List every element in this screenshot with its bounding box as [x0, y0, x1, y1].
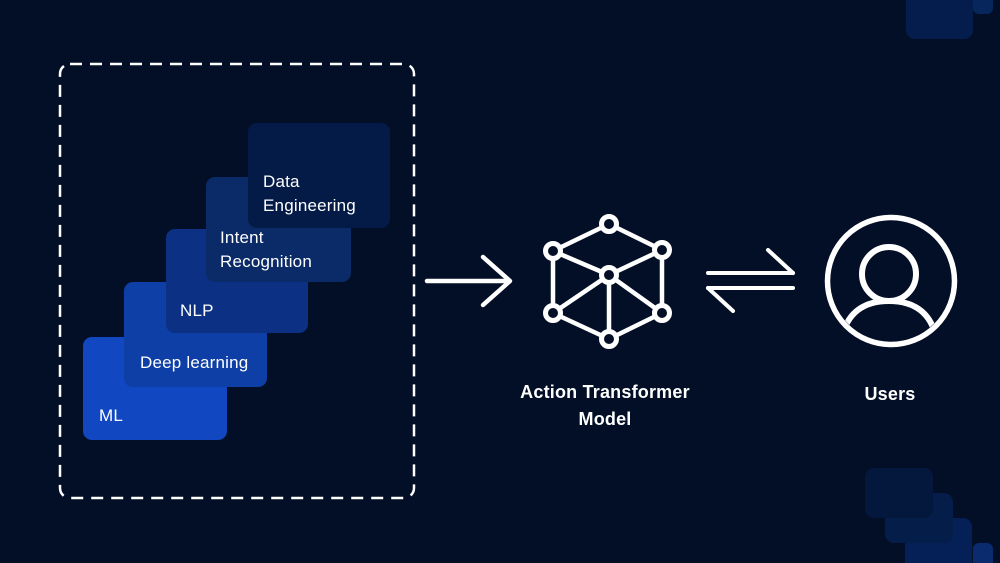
model-caption: Action Transformer Model	[520, 382, 690, 429]
users-caption: Users	[864, 384, 916, 404]
pipeline-box-label: Deep learning	[140, 353, 249, 372]
pipeline-box-label: Intent Recognition	[220, 228, 312, 271]
pipeline-box-label: ML	[99, 406, 124, 425]
cube-network-icon	[543, 214, 672, 349]
pipeline-dashed-border	[58, 62, 416, 500]
decor-square	[973, 0, 993, 14]
pipeline-box-data-engineering: Data Engineering	[248, 123, 390, 228]
exchange-arrows-icon	[706, 248, 795, 313]
pipeline-box-label: Data Engineering	[263, 172, 356, 215]
decor-square	[906, 0, 973, 39]
decor-square	[973, 543, 993, 563]
decor-square	[865, 468, 933, 518]
user-avatar-icon	[824, 214, 958, 348]
pipeline-box-label: NLP	[180, 301, 214, 320]
right-arrow-icon	[424, 254, 513, 308]
